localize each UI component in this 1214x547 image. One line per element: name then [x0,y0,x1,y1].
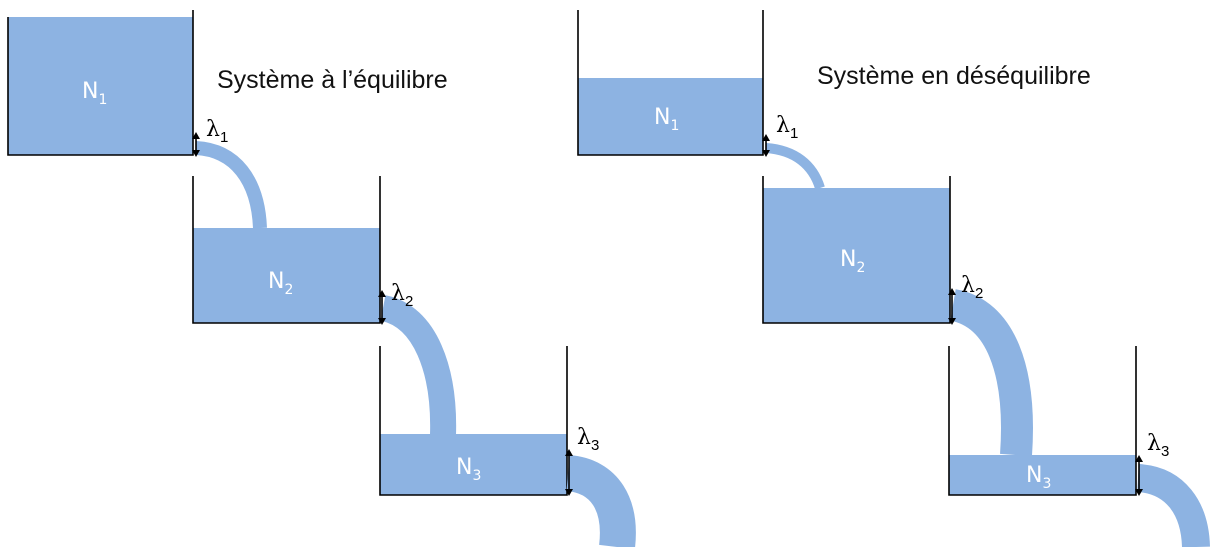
caption-equilibrium: Système à l’équilibre [217,66,448,94]
rate-label-2: λ2 [391,281,413,310]
tank-1: N1 [7,10,194,156]
outflow-stream-2-right [949,289,1033,457]
tank-3-walls [379,346,568,496]
outflow-stream-2 [379,295,457,436]
tank-2-right: N2 [762,176,951,324]
outflow-stream-1-right [765,143,825,190]
outlet-arrow-1-right [762,134,770,157]
tank-3-label: N3 [456,455,481,484]
tank-3-right-water [949,455,1136,495]
outlet-arrow-3-right [1135,455,1143,496]
tank-2-right-water [763,188,950,323]
rate-label-3: λ3 [577,425,599,454]
tank-1-right-walls [577,10,764,156]
rate-label-2-right: λ2 [961,273,983,302]
outlet-arrow-2-right [948,288,956,325]
rate-label-1-right: λ1 [776,113,798,142]
tank-3-water [380,434,567,495]
outlet-arrow-2 [378,290,386,325]
tank-2-walls [192,176,381,324]
outlet-arrow-1 [192,132,200,157]
rate-label-3-right: λ3 [1147,431,1169,460]
tank-3: N3 [379,346,568,496]
tank-3-right-label: N3 [1026,463,1051,492]
tank-1-water [8,17,193,155]
tank-2-label: N2 [268,269,293,298]
tank-2-right-label: N2 [840,247,865,276]
tank-1-right-water [578,78,763,155]
system-disequilibrium: N1 λ1 N2 λ2 [577,10,1210,547]
caption-disequilibrium: Système en déséquilibre [817,62,1091,90]
tank-2-water [193,228,380,323]
outflow-stream-3 [565,455,636,547]
outlet-arrow-3 [565,449,573,496]
tank-2-right-walls [762,176,951,324]
tank-1-label: N1 [82,79,107,108]
tank-3-right: N3 [948,346,1137,496]
tank-3-right-walls [948,346,1137,496]
tank-2: N2 [192,176,381,324]
tank-1-right-label: N1 [654,105,679,134]
tank-1-walls [7,10,194,156]
rate-label-1: λ1 [206,117,228,146]
outflow-stream-3-right [1136,464,1210,547]
tank-1-right: N1 [577,10,764,156]
outflow-stream-1 [195,141,267,229]
system-equilibrium: N1 λ1 N2 λ2 [7,10,636,547]
